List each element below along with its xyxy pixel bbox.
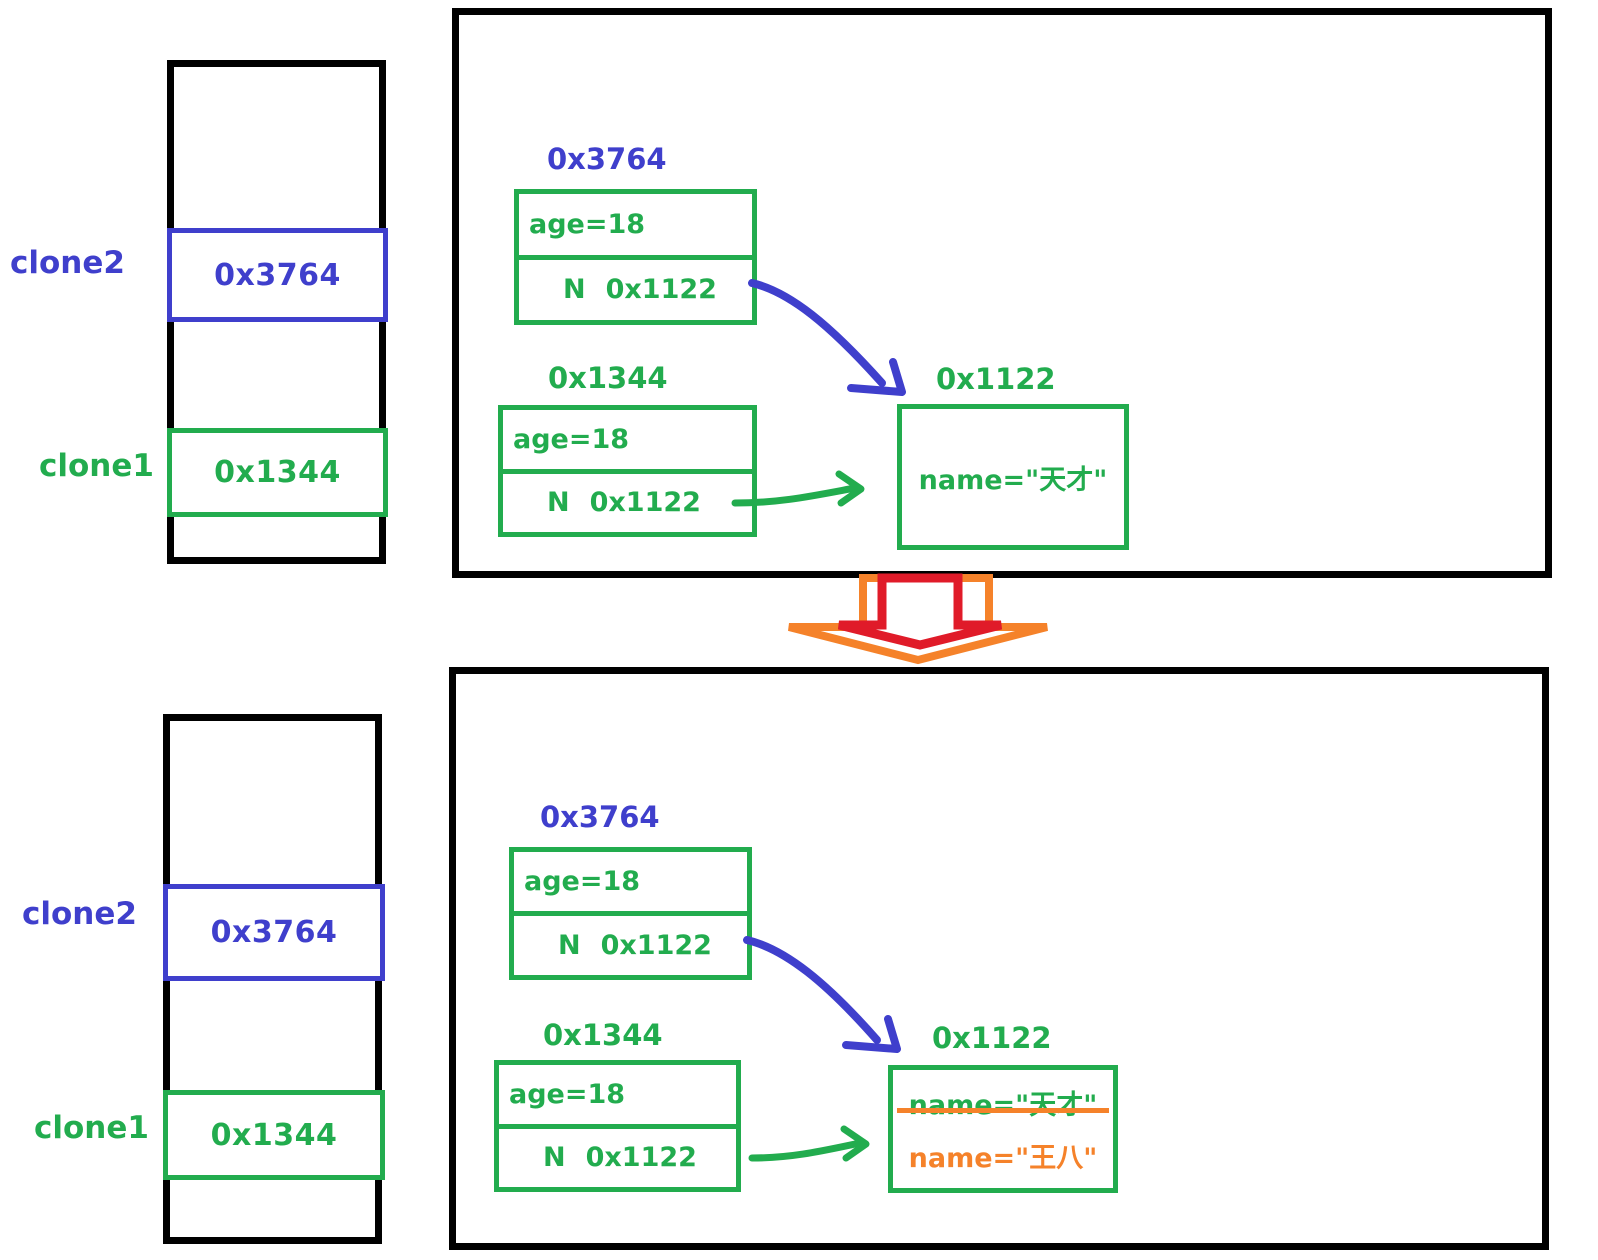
after-string-0x1122-address: 0x1122 — [932, 1021, 1052, 1055]
before-stack-slot-clone2[interactable]: 0x3764 — [167, 228, 388, 322]
after-object-0x1344-address: 0x1344 — [543, 1018, 663, 1052]
before-string-0x1122-address: 0x1122 — [936, 362, 1056, 396]
before-object-0x3764-age: age=18 — [519, 194, 752, 260]
after-object-0x3764-ref-marker: N — [558, 930, 581, 961]
before-object-0x3764-address: 0x3764 — [547, 142, 667, 176]
after-var-label-clone1: clone1 — [34, 1110, 149, 1146]
after-object-0x3764-ref-value: 0x1122 — [600, 930, 712, 961]
after-object-0x1344-ref: N 0x1122 — [499, 1129, 736, 1188]
after-object-0x1344-ref-marker: N — [543, 1142, 566, 1174]
after-string-old-value-line: name="天才" — [896, 1083, 1109, 1122]
after-string-new-value-line: name="王八" — [908, 1142, 1098, 1174]
after-stack-slot-clone1[interactable]: 0x1344 — [163, 1090, 385, 1180]
after-object-0x3764-address: 0x3764 — [540, 800, 660, 834]
before-var-label-clone1: clone1 — [39, 448, 154, 484]
before-object-0x1344-address: 0x1344 — [548, 361, 668, 395]
before-object-0x3764-ref: N 0x1122 — [519, 260, 752, 321]
before-stack-slot-clone1[interactable]: 0x1344 — [167, 428, 388, 517]
before-string-object-0x1122[interactable]: name="天才" — [897, 404, 1129, 550]
before-var-label-clone2: clone2 — [10, 245, 125, 281]
before-object-0x3764[interactable]: age=18 N 0x1122 — [514, 189, 757, 325]
before-object-0x3764-ref-marker: N — [563, 274, 586, 306]
after-object-0x1344[interactable]: age=18 N 0x1122 — [494, 1060, 741, 1192]
after-object-0x3764[interactable]: age=18 N 0x1122 — [509, 847, 752, 980]
transition-arrow-outer — [788, 574, 1048, 665]
after-string-object-0x1122[interactable]: name="天才" name="王八" — [888, 1065, 1118, 1193]
before-object-0x1344-age: age=18 — [503, 410, 752, 474]
after-stack-slot-clone2[interactable]: 0x3764 — [163, 884, 385, 981]
before-object-0x1344[interactable]: age=18 N 0x1122 — [498, 405, 757, 537]
after-object-0x1344-ref-value: 0x1122 — [585, 1142, 697, 1174]
before-object-0x1344-ref-marker: N — [547, 487, 570, 519]
after-object-0x3764-age: age=18 — [514, 852, 747, 916]
after-object-0x1344-age: age=18 — [499, 1065, 736, 1129]
before-object-0x3764-ref-value: 0x1122 — [605, 274, 717, 306]
before-object-0x1344-ref-value: 0x1122 — [589, 487, 701, 519]
before-object-0x1344-ref: N 0x1122 — [503, 474, 752, 533]
before-string-value-line: name="天才" — [918, 464, 1108, 496]
transition-arrow-inner — [837, 573, 1003, 650]
after-object-0x3764-ref: N 0x1122 — [514, 916, 747, 975]
after-var-label-clone2: clone2 — [22, 896, 137, 932]
